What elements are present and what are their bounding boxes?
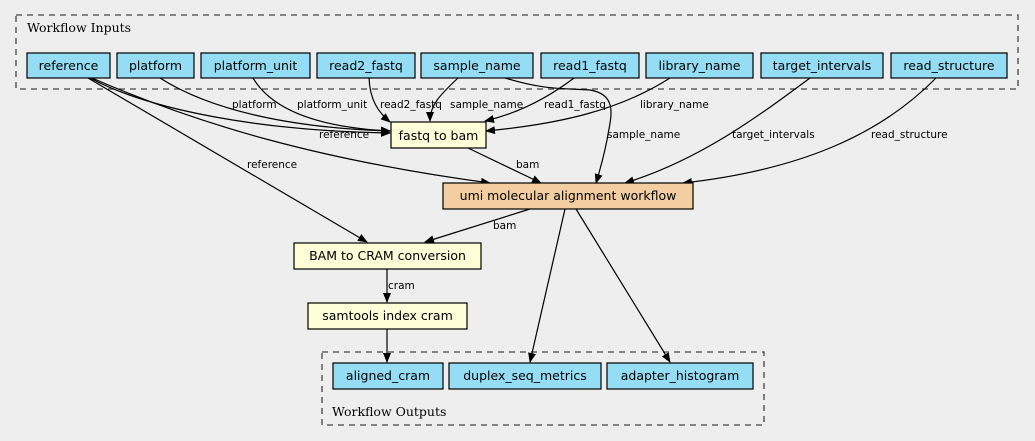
node-reference[interactable]: reference <box>26 52 111 79</box>
node-target-intervals[interactable]: target_intervals <box>760 52 884 79</box>
edge-label-target-intervals: target_intervals <box>732 129 815 141</box>
edges: platform platform_unit read2_fastq sampl… <box>87 77 948 363</box>
node-read-structure-label: read_structure <box>903 58 994 73</box>
edge-label-read2-fastq: read2_fastq <box>380 99 442 111</box>
edge-label-read1-fastq: read1_fastq <box>544 99 606 111</box>
edge-label-reference-fastq: reference <box>319 129 369 141</box>
node-fastq-to-bam[interactable]: fastq to bam <box>390 121 487 149</box>
node-platform-unit-label: platform_unit <box>214 58 298 73</box>
edge-read2-fastq <box>368 77 391 123</box>
node-platform-label: platform <box>129 58 182 73</box>
edge-label-sample-name-umi: sample_name <box>607 129 680 141</box>
node-platform[interactable]: platform <box>116 52 195 79</box>
edge-reference-umi <box>91 77 491 186</box>
edge-read-structure <box>682 77 937 186</box>
edge-platform <box>159 77 391 135</box>
node-duplex-seq-metrics[interactable]: duplex_seq_metrics <box>448 362 602 390</box>
node-library-name-label: library_name <box>659 58 741 73</box>
node-samtools-index[interactable]: samtools index cram <box>307 302 468 330</box>
input-nodes: reference platform platform_unit read2_f… <box>26 52 1008 79</box>
node-sample-name-label: sample_name <box>433 58 520 73</box>
edge-sample-name-umi <box>504 77 612 184</box>
edge-bam-to-cram <box>424 208 531 244</box>
edge-read1-fastq <box>484 77 575 123</box>
output-nodes: aligned_cram duplex_seq_metrics adapter_… <box>332 362 754 390</box>
node-bam-to-cram-label: BAM to CRAM conversion <box>309 248 466 263</box>
cluster-workflow-inputs: Workflow Inputs <box>15 14 1019 90</box>
node-platform-unit[interactable]: platform_unit <box>200 52 311 79</box>
node-aligned-cram-label: aligned_cram <box>346 368 430 383</box>
edge-label-sample-name-fastq: sample_name <box>450 99 523 111</box>
edge-label-library-name: library_name <box>640 99 709 111</box>
node-read2-fastq-label: read2_fastq <box>329 58 403 73</box>
edge-reference-cram <box>87 77 368 243</box>
node-sample-name[interactable]: sample_name <box>420 52 534 79</box>
edge-label-read-structure: read_structure <box>871 129 948 141</box>
node-adapter-histogram-label: adapter_histogram <box>621 368 740 383</box>
node-aligned-cram[interactable]: aligned_cram <box>332 362 444 390</box>
edge-library-name <box>485 77 671 135</box>
node-read2-fastq[interactable]: read2_fastq <box>316 52 416 79</box>
edge-label-cram: cram <box>388 280 415 292</box>
edge-label-reference-cram: reference <box>247 159 297 171</box>
cluster-inputs-border <box>15 14 1019 90</box>
edge-duplex-seq-metrics <box>528 208 566 363</box>
node-adapter-histogram[interactable]: adapter_histogram <box>606 362 754 390</box>
edge-adapter-histogram <box>575 208 671 363</box>
node-library-name[interactable]: library_name <box>645 52 754 79</box>
node-fastq-to-bam-label: fastq to bam <box>399 128 479 143</box>
node-bam-to-cram[interactable]: BAM to CRAM conversion <box>293 242 482 270</box>
edge-bam-to-umi <box>467 147 542 184</box>
edge-label-bam-to-cram: bam <box>493 220 516 232</box>
cluster-workflow-outputs: Workflow Outputs <box>321 351 765 426</box>
node-reference-label: reference <box>39 58 99 73</box>
node-read1-fastq[interactable]: read1_fastq <box>540 52 640 79</box>
edge-target-intervals <box>624 77 811 185</box>
node-read1-fastq-label: read1_fastq <box>553 58 627 73</box>
edge-platform-unit <box>252 77 391 135</box>
node-read-structure[interactable]: read_structure <box>890 52 1008 79</box>
node-duplex-seq-metrics-label: duplex_seq_metrics <box>463 368 587 383</box>
node-samtools-index-label: samtools index cram <box>322 308 453 323</box>
edge-label-platform: platform <box>232 99 277 111</box>
edge-label-platform-unit: platform_unit <box>297 99 367 111</box>
edge-reference-fastq <box>89 77 391 137</box>
edge-sample-name-fastq <box>426 77 459 122</box>
node-umi-workflow[interactable]: umi molecular alignment workflow <box>442 182 694 210</box>
edge-label-bam-to-umi: bam <box>516 159 539 171</box>
cluster-outputs-label: Workflow Outputs <box>332 404 446 419</box>
node-target-intervals-label: target_intervals <box>773 58 871 73</box>
cluster-inputs-label: Workflow Inputs <box>27 20 131 35</box>
node-umi-workflow-label: umi molecular alignment workflow <box>460 188 677 203</box>
cluster-outputs-border <box>321 351 765 426</box>
